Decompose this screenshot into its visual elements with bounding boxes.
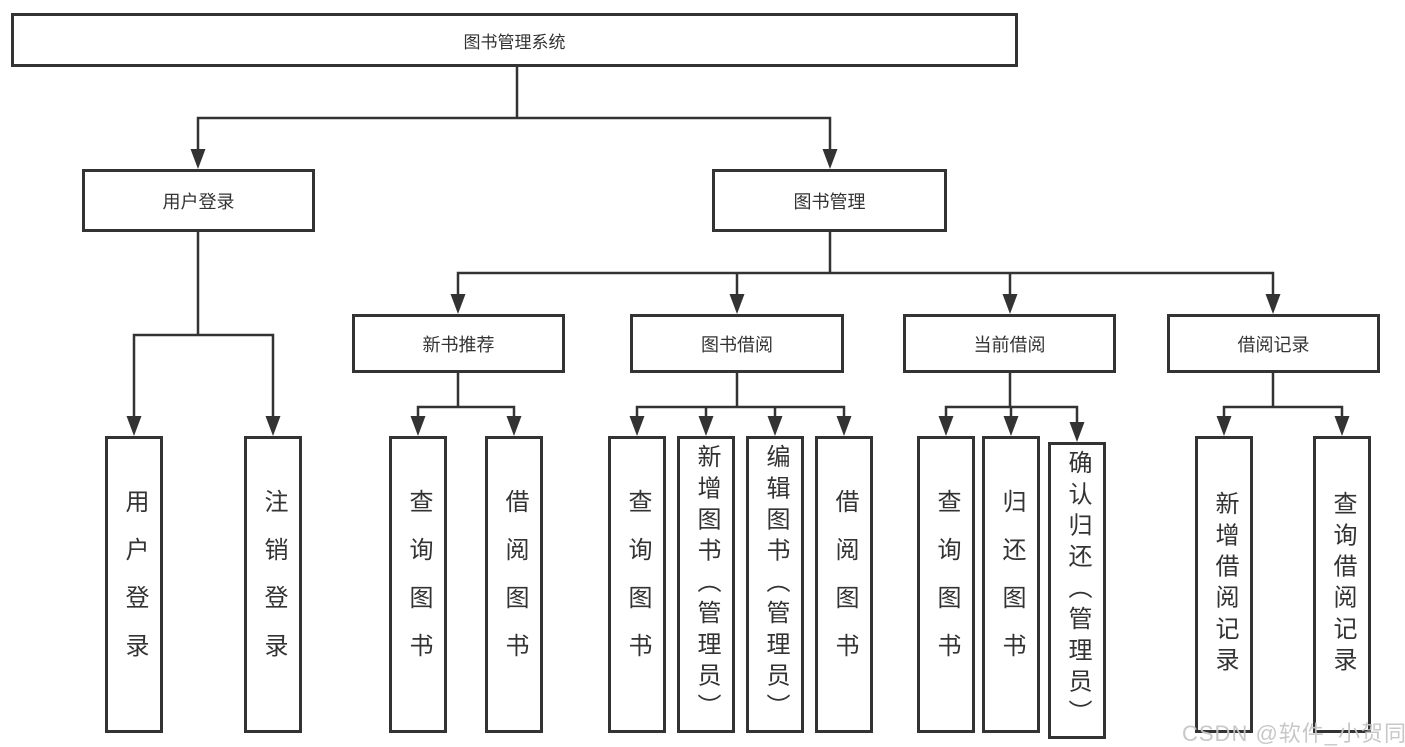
node-library-management-system: 图书管理系统 <box>11 13 1018 67</box>
node-user-login-branch: 用户登录 <box>82 169 315 232</box>
node-label: 借阅记录 <box>1237 334 1310 355</box>
leaf-query-books-recommend: 查询图书 <box>389 436 447 733</box>
leaf-query-books-current: 查询图书 <box>917 436 975 733</box>
node-label: 图书管理系统 <box>463 32 566 52</box>
leaf-confirm-return-admin: 确认归还（管理员） <box>1048 442 1106 739</box>
node-book-borrowing: 图书借阅 <box>630 314 844 373</box>
leaf-label: 新增图书（管理员） <box>693 444 720 725</box>
leaf-add-borrow-record: 新增借阅记录 <box>1195 436 1253 733</box>
leaf-return-books: 归还图书 <box>982 436 1040 733</box>
leaf-borrow-books-borrowing: 借阅图书 <box>815 436 873 733</box>
arrowhead-icons <box>126 149 1350 442</box>
node-current-borrowing: 当前借阅 <box>903 314 1116 373</box>
leaf-borrow-books-recommend: 借阅图书 <box>485 436 543 733</box>
leaf-logout: 注销登录 <box>244 436 302 733</box>
leaf-add-books-admin: 新增图书（管理员） <box>677 436 735 733</box>
node-label: 图书管理 <box>793 191 866 212</box>
leaf-label: 查询借阅记录 <box>1329 490 1356 679</box>
node-label: 新书推荐 <box>422 334 495 355</box>
leaf-query-borrow-record: 查询借阅记录 <box>1313 436 1371 733</box>
node-label: 图书借阅 <box>701 334 773 355</box>
leaf-label: 借阅图书 <box>831 488 858 681</box>
node-borrowing-records: 借阅记录 <box>1167 314 1380 373</box>
leaf-label: 查询图书 <box>933 488 960 681</box>
leaf-label: 编辑图书（管理员） <box>762 444 789 725</box>
leaf-label: 查询图书 <box>624 488 651 681</box>
leaf-label: 用户登录 <box>121 488 148 681</box>
leaf-label: 查询图书 <box>405 488 432 681</box>
leaf-label: 确认归还（管理员） <box>1064 450 1091 731</box>
leaf-label: 借阅图书 <box>501 488 528 681</box>
leaf-label: 新增借阅记录 <box>1211 490 1238 679</box>
node-book-management-branch: 图书管理 <box>712 169 947 232</box>
leaf-label: 归还图书 <box>998 488 1025 681</box>
leaf-label: 注销登录 <box>260 488 287 681</box>
leaf-edit-books-admin: 编辑图书（管理员） <box>746 436 804 733</box>
leaf-user-login: 用户登录 <box>105 436 163 733</box>
node-label: 当前借阅 <box>973 334 1046 355</box>
node-label: 用户登录 <box>162 191 235 212</box>
node-new-book-recommendation: 新书推荐 <box>352 314 565 373</box>
leaf-query-books-borrowing: 查询图书 <box>608 436 666 733</box>
csdn-watermark: CSDN @软件_小贺同学 <box>1182 721 1405 746</box>
